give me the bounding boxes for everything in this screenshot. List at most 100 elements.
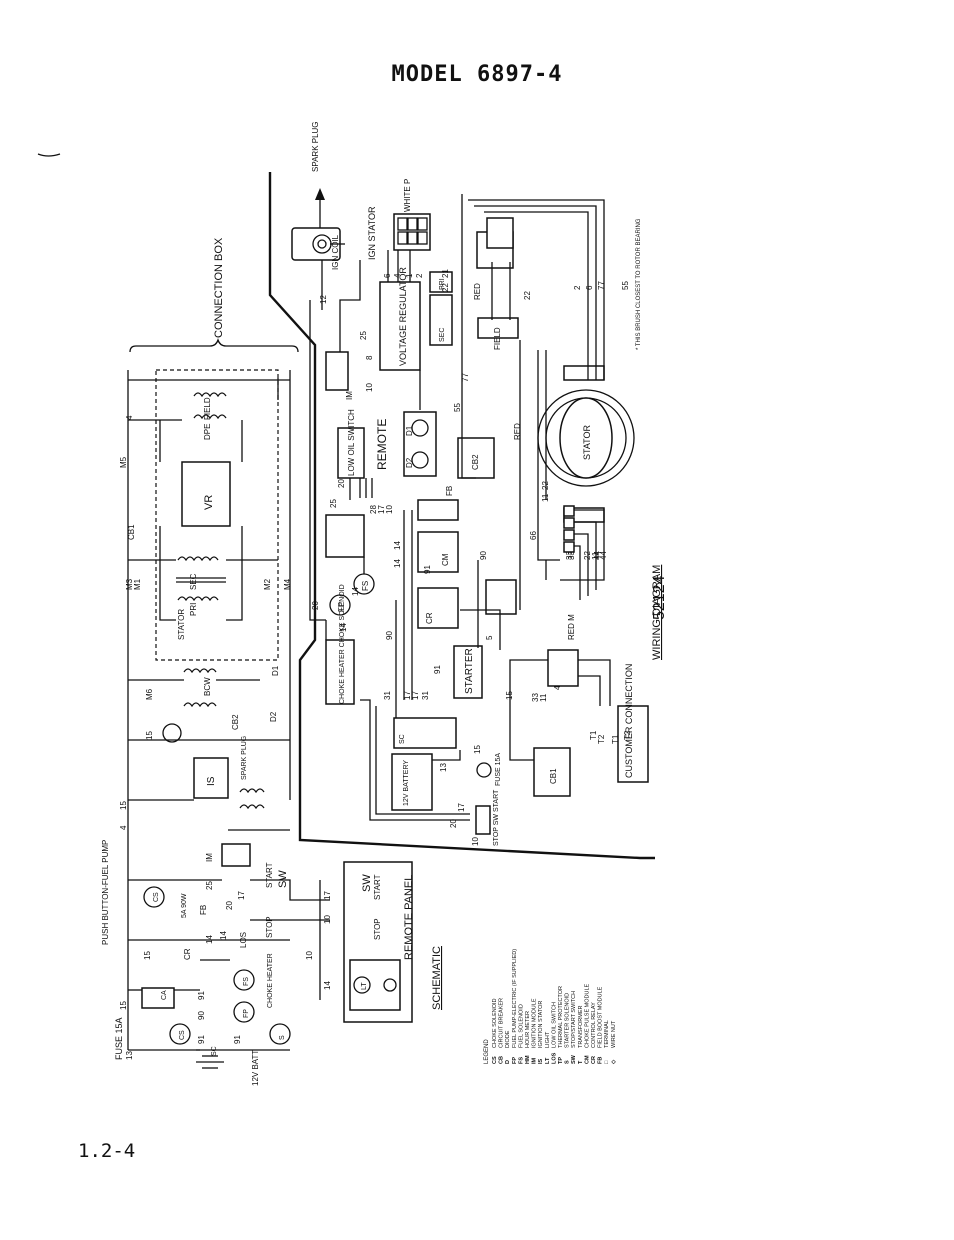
- schematic-battery-symbol: [196, 1049, 224, 1069]
- legend-code: IS: [538, 1058, 544, 1064]
- svg-text:5: 5: [485, 635, 494, 640]
- schematic-fuse: FUSE 15A: [114, 1017, 124, 1060]
- legend-code: CS: [492, 1056, 498, 1064]
- wire-numbers: 25 8 10 6 4 1 2 21 22 55 77 11 22 66 33 …: [311, 269, 632, 846]
- svg-text:STOP: STOP: [373, 918, 382, 940]
- battery-wiring: 12V BATTERY: [391, 753, 433, 811]
- svg-text:55: 55: [621, 281, 630, 290]
- legend-item-text: DIODE: [505, 1030, 511, 1048]
- svg-text:RED: RED: [473, 283, 482, 300]
- schematic-batt: 12V BATT: [251, 1050, 260, 1086]
- schematic-field: FIELD DPE: [193, 392, 227, 440]
- svg-text:IS: IS: [206, 776, 217, 786]
- schematic-transformer: SEC PRI: [176, 556, 226, 616]
- red-m-terminal-block: RED M: [547, 614, 579, 687]
- svg-text:T2: T2: [623, 730, 632, 740]
- svg-text:WHITE P: WHITE P: [403, 179, 412, 212]
- svg-text:4: 4: [553, 685, 562, 690]
- svg-text:91: 91: [233, 1035, 242, 1044]
- drawing-number: 52124: [651, 575, 668, 620]
- legend-code: FB: [598, 1057, 604, 1064]
- red-p-terminal-block: RED FIELD: [473, 217, 519, 350]
- svg-text:10: 10: [305, 951, 314, 960]
- legend-item-text: CHOKE PULSE MODULE: [584, 983, 590, 1048]
- wire-runs: [309, 194, 611, 821]
- legend-code: SW: [571, 1054, 577, 1064]
- svg-text:91: 91: [197, 1035, 206, 1044]
- svg-text:21: 21: [441, 269, 450, 278]
- white-p-terminal-block: WHITE P: [393, 179, 431, 251]
- svg-text:D2: D2: [405, 457, 414, 468]
- schematic-s-circle: [269, 1023, 291, 1045]
- svg-text:REMOTE PANEL: REMOTE PANEL: [403, 875, 415, 960]
- svg-text:77: 77: [461, 373, 470, 382]
- schematic-title: SCHEMATIC: [431, 946, 443, 1010]
- svg-text:15: 15: [119, 801, 128, 810]
- legend-code: FP: [512, 1057, 518, 1064]
- svg-text:14: 14: [205, 935, 214, 944]
- wiring-enclosure-border: [268, 172, 655, 860]
- schematic-switch: START SW STOP LOS: [239, 862, 289, 948]
- svg-text:11: 11: [541, 493, 550, 502]
- svg-text:4: 4: [119, 825, 128, 830]
- schematic-ignition: IS SPARK PLUG: [193, 736, 265, 810]
- svg-text:CHOKE HEATER CHOKE SOLENOID: CHOKE HEATER CHOKE SOLENOID: [339, 584, 346, 704]
- legend-item-text: CONTROL RELAY: [591, 1002, 597, 1048]
- svg-text:15: 15: [505, 691, 514, 700]
- wiring-diagram: CONNECTION BOX IGN COIL SPARK PLUG 12 IG…: [129, 121, 668, 860]
- svg-text:IM: IM: [345, 391, 354, 400]
- svg-text:STARTER: STARTER: [464, 648, 475, 694]
- legend-item-text: HOUR METER: [525, 1011, 531, 1048]
- svg-text:CB2: CB2: [471, 454, 480, 470]
- svg-text:2: 2: [415, 273, 424, 278]
- svg-text:14: 14: [219, 931, 228, 940]
- legend-item-text: FIELD BOOST MODULE: [598, 986, 604, 1048]
- legend-item-text: IGNITION MODULE: [532, 998, 538, 1048]
- schematic-fs-circle: [233, 969, 255, 991]
- diodes: D1 D2: [403, 411, 437, 477]
- svg-text:FS: FS: [243, 977, 250, 986]
- legend-code: D: [505, 1060, 511, 1064]
- svg-text:SW: SW: [277, 870, 289, 888]
- svg-text:START: START: [265, 862, 274, 888]
- choke-heater-solenoid: CHOKE HEATER CHOKE SOLENOID: [325, 584, 355, 705]
- terminal-block-lower: [485, 579, 517, 615]
- legend-item-text: CHOKE SOLENOID: [492, 998, 498, 1048]
- page-number: 1.2-4: [78, 1140, 136, 1162]
- svg-text:8: 8: [365, 355, 374, 360]
- schematic-cb1: CB1: [127, 524, 136, 540]
- legend-code: LT: [545, 1057, 551, 1064]
- schematic-fb: FB: [199, 905, 208, 915]
- brush-note: * THIS BRUSH CLOSEST TO ROTOR BEARING: [636, 218, 642, 350]
- svg-text:90: 90: [385, 631, 394, 640]
- legend-item-text: CIRCUIT BREAKER: [499, 998, 505, 1048]
- schematic-rate: 5A 90W: [181, 893, 188, 918]
- svg-text:14: 14: [393, 559, 402, 568]
- svg-text:20: 20: [449, 819, 458, 828]
- schematic-connection-box: [155, 369, 279, 661]
- svg-text:20: 20: [337, 479, 346, 488]
- svg-text:CS: CS: [153, 892, 160, 902]
- svg-text:FB: FB: [445, 486, 454, 496]
- svg-text:13: 13: [439, 763, 448, 772]
- legend-item-text: STOP/START SWITCH: [571, 991, 577, 1048]
- svg-text:CR: CR: [425, 612, 434, 624]
- legend-code: S: [565, 1060, 571, 1064]
- remote-panel: REMOTE PANEL SW START STOP LT: [343, 861, 415, 1023]
- svg-text:M1: M1: [133, 578, 142, 590]
- legend-code: IM: [532, 1057, 538, 1064]
- legend-item-text: TRANSFORMER: [578, 1006, 584, 1049]
- schematic-cs-circle: [143, 886, 165, 908]
- svg-text:44: 44: [599, 551, 608, 560]
- sc-solenoid: SC: [393, 717, 457, 749]
- transformer-block: SEC PRI: [429, 271, 453, 346]
- schematic-ca-block: [141, 987, 175, 1009]
- schematic-cr: CR: [183, 948, 192, 960]
- svg-text:44: 44: [593, 551, 602, 560]
- cr-relay: CR: [417, 587, 459, 629]
- legend-code: LOS: [551, 1052, 557, 1064]
- svg-text:25: 25: [359, 331, 368, 340]
- svg-text:15: 15: [145, 731, 154, 740]
- svg-text:13: 13: [125, 1051, 134, 1060]
